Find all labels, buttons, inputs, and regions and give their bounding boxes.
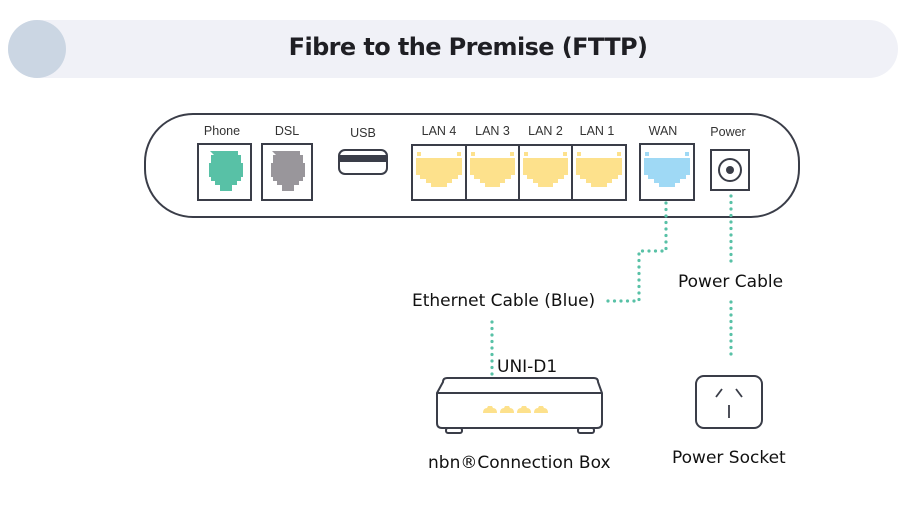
page-title: Fibre to the Premise (FTTP) [288, 33, 648, 61]
port-label-usb: USB [350, 126, 376, 140]
lan-ports [411, 144, 627, 201]
wan-port [639, 143, 695, 201]
port-label-lan1: LAN 1 [579, 124, 615, 138]
usb-port [338, 149, 388, 175]
port-label-dsl: DSL [274, 124, 300, 138]
port-label-power: Power [710, 125, 746, 139]
banner-circle-decoration [8, 20, 66, 78]
dsl-port [261, 143, 313, 201]
power-socket [695, 375, 763, 429]
connection-box-port-icon [534, 406, 548, 413]
lan-port-icon [470, 152, 515, 187]
ethernet-cable-label: Ethernet Cable (Blue) [412, 291, 596, 311]
port-label-phone: Phone [203, 124, 241, 138]
lan-port-icon [416, 152, 462, 187]
dsl-port-icon [271, 151, 305, 191]
connection-box-port-icon [517, 406, 531, 413]
port-label-lan4: LAN 4 [421, 124, 457, 138]
port-label-lan2: LAN 2 [528, 124, 563, 138]
nbn-connection-box [436, 377, 603, 434]
connection-box-port-icon [500, 406, 514, 413]
phone-port-icon [209, 151, 243, 191]
title-banner [8, 20, 898, 78]
power-cable-label: Power Cable [678, 272, 784, 292]
power-socket-label: Power Socket [672, 448, 786, 468]
ethernet-cable [604, 201, 668, 303]
port-label-wan: WAN [648, 124, 678, 138]
uni-d1-label: UNI-D1 [497, 357, 558, 377]
wan-port-icon [644, 152, 690, 187]
port-label-lan3: LAN 3 [475, 124, 510, 138]
connection-box-port-icon [483, 406, 497, 413]
lan-port-icon [523, 152, 568, 187]
power-port [710, 149, 750, 191]
phone-port [197, 143, 252, 201]
nbn-connection-box-label: nbn®Connection Box [428, 453, 611, 473]
lan-port-icon [576, 152, 622, 187]
